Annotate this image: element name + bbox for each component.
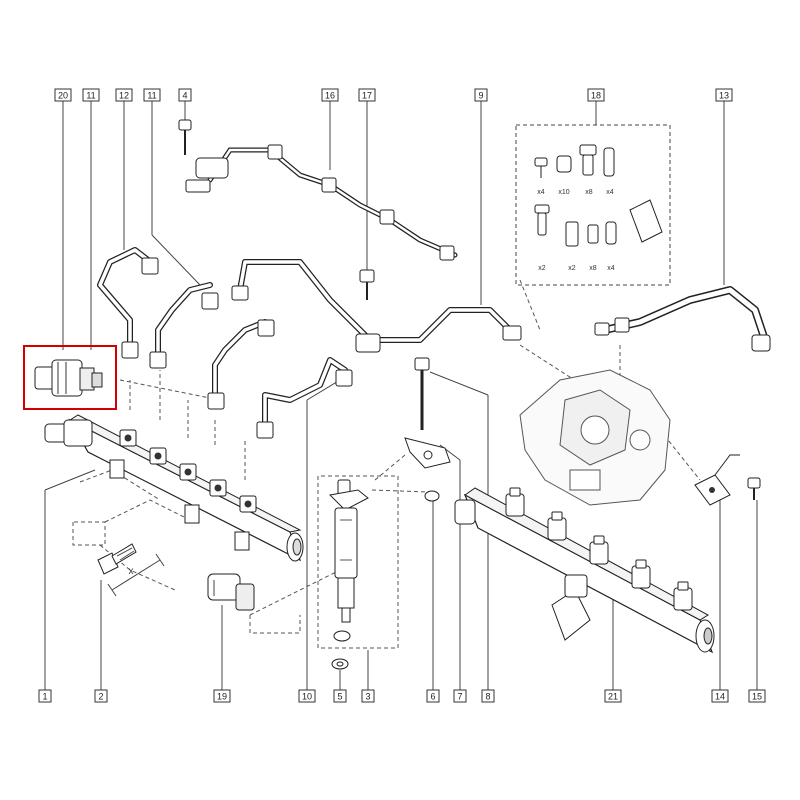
callout-label-17: 17 [362, 91, 372, 101]
callout-label-8: 8 [485, 692, 490, 702]
callout-label-20: 20 [58, 91, 68, 101]
callout-label-9: 9 [478, 91, 483, 101]
callout-label-16: 16 [325, 91, 335, 101]
callout-label-11: 11 [147, 91, 156, 101]
callout-box-6 [426, 689, 440, 703]
callout-label-1: 1 [42, 692, 47, 702]
clamp-bracket-part-7 [404, 437, 451, 469]
callout-label-10: 10 [302, 692, 312, 702]
callout-label-21: 21 [608, 692, 618, 702]
callout-label-14: 14 [715, 692, 725, 702]
qty-4: x4 [606, 189, 614, 196]
callout-label-12: 12 [119, 91, 129, 101]
screw-part-4 [178, 119, 192, 155]
callout-box-14 [711, 689, 729, 703]
callout-label-15: 15 [752, 692, 762, 702]
fixing-kit-part-18 [515, 124, 671, 286]
callout-box-10 [298, 689, 316, 703]
callout-box-16 [321, 88, 339, 102]
long-bolt-part-8 [414, 357, 430, 430]
callout-label-7: 7 [457, 692, 462, 702]
qty-5: x2 [538, 265, 546, 272]
fuel-rail-left-part-1 [44, 414, 304, 562]
o-ring-part-6 [424, 490, 440, 502]
pipe-nuts [121, 257, 353, 439]
sensor-bracket-part-14 [694, 454, 740, 506]
return-pipe-fittings [231, 285, 522, 353]
callout-label-13: 13 [719, 91, 729, 101]
bolt-part-2 [97, 543, 137, 575]
callouts-bottom: 1 2 19 10 5 3 6 7 8 21 14 15 [38, 689, 766, 703]
callout-box-4 [178, 88, 192, 102]
callout-label-18: 18 [591, 91, 601, 101]
callout-box-9 [474, 88, 488, 102]
callout-box-8 [481, 689, 495, 703]
highlight-box [23, 345, 117, 410]
hp-pipes-inner [98, 248, 347, 427]
callout-box-17 [358, 88, 376, 102]
callout-box-1 [38, 689, 52, 703]
qty-3: x8 [585, 189, 593, 196]
dimension-mark-label: x [129, 566, 134, 577]
fuel-hose-part-13 [601, 286, 769, 344]
callout-box-13 [715, 88, 733, 102]
injection-pump [519, 369, 671, 506]
callout-box-3 [361, 689, 375, 703]
hose-clips [594, 317, 771, 352]
stud-part-17 [359, 269, 375, 300]
callout-label-3: 3 [365, 692, 370, 702]
callout-label-6: 6 [430, 692, 435, 702]
callout-box-21 [604, 689, 622, 703]
callout-box-15 [748, 689, 766, 703]
return-pipe-part-9 [237, 259, 513, 343]
callout-box-11 [82, 88, 100, 102]
screw-part-15 [747, 477, 761, 500]
callout-label-5: 5 [337, 692, 342, 702]
dimension-marker [107, 553, 165, 597]
callouts-top: 20 11 12 11 4 16 17 9 18 13 [54, 88, 733, 102]
qty-7: x8 [589, 265, 597, 272]
callout-box-20 [54, 88, 72, 102]
callout-box-7 [453, 689, 467, 703]
pressure-sensor-part-20[interactable] [23, 345, 117, 410]
callout-label-4: 4 [182, 91, 187, 101]
callout-box-11 [143, 88, 161, 102]
assembly-dashed-lines [72, 279, 701, 649]
qty-8: x4 [607, 265, 615, 272]
qty-1: x4 [537, 189, 545, 196]
leader-lines [44, 101, 758, 690]
callout-box-2 [94, 689, 108, 703]
callout-box-12 [115, 88, 133, 102]
callout-box-5 [333, 689, 347, 703]
washer-part-5 [331, 630, 351, 670]
callout-label-11: 11 [86, 91, 95, 101]
callout-label-19: 19 [217, 692, 227, 702]
temperature-sensor-part-19 [207, 573, 255, 611]
qty-2: x10 [558, 189, 569, 196]
qty-6: x2 [568, 265, 576, 272]
callout-box-19 [213, 689, 231, 703]
kit-quantity-labels: x4 x10 x8 x4 x2 x2 x8 x4 [537, 189, 615, 272]
fuel-rail-assembly-part-21 [454, 487, 715, 654]
leakoff-line-part-16 [185, 144, 458, 261]
callout-box-18 [587, 88, 605, 102]
callout-label-2: 2 [98, 692, 103, 702]
injector-part-3[interactable] [328, 479, 369, 623]
